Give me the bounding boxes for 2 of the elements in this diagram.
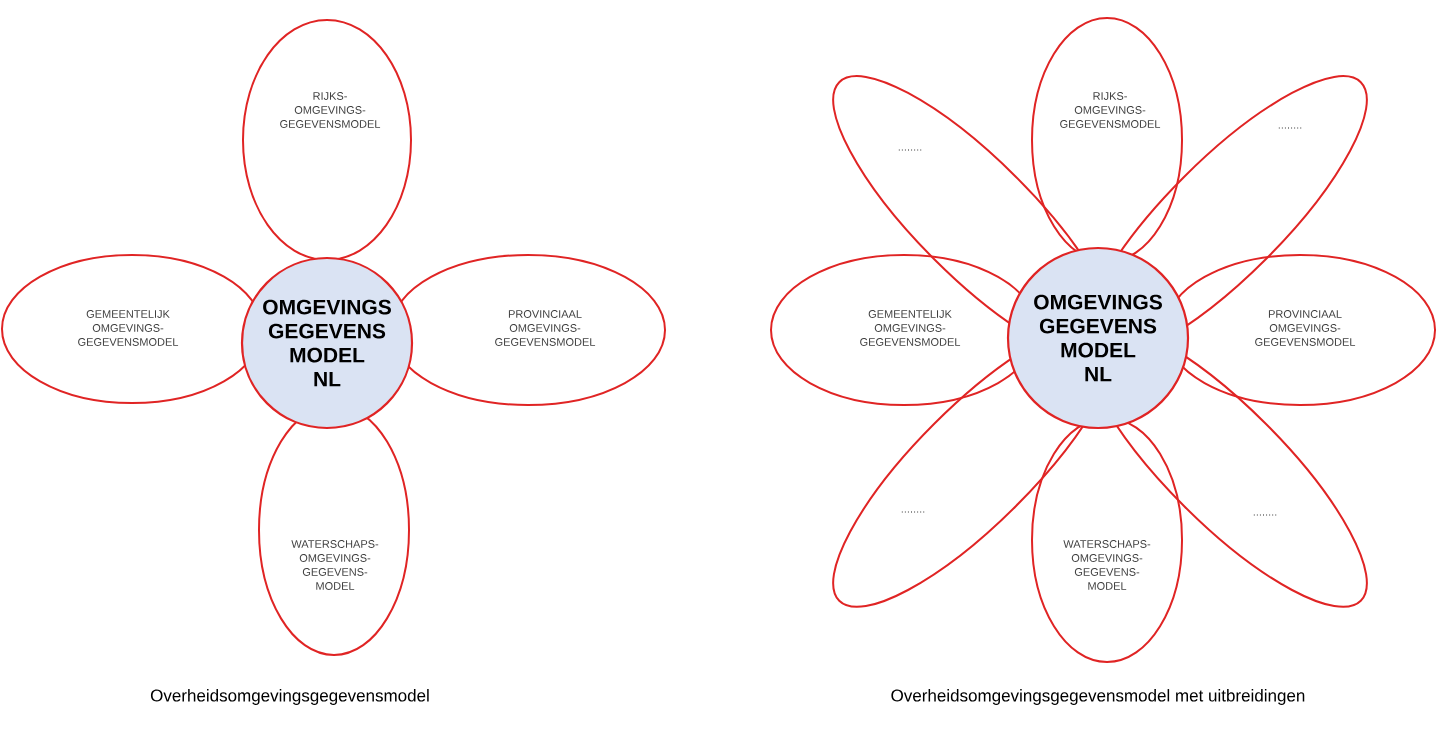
caption: Overheidsomgevingsgegevensmodel met uitbreidingen bbox=[891, 689, 1305, 705]
caption: Overheidsomgevingsgegevensmodel bbox=[150, 689, 429, 705]
